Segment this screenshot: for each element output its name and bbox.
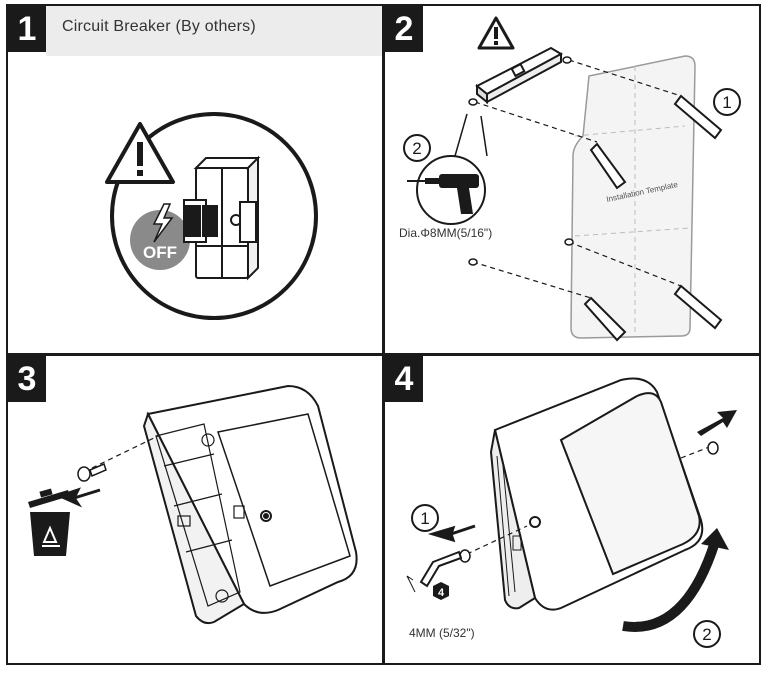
circuit-breaker-illustration: OFF [105,112,318,320]
step-4-panel: 4 [383,354,761,665]
hex-size-badge [433,582,449,600]
callout-2: 2 [412,139,421,158]
screw-guide-line [91,435,159,469]
step-2-panel: 2 Installation Template [383,4,761,355]
recycle-bin-icon [28,488,70,556]
guide-lines [472,59,682,299]
drill-icon [407,174,479,214]
screw-guide-line-left [466,525,528,555]
step-1-header [46,6,382,56]
step-3-panel: 3 [6,354,384,665]
arrow-icon [697,410,737,436]
back-ribs [155,423,245,607]
screw-icon [77,462,107,482]
drill-size-label: Dia.Φ8MM(5/16") [399,226,493,240]
warning-triangle-icon [105,122,175,184]
wall-anchors [468,56,574,266]
remove-cover-screw-illustration [28,384,358,625]
callout-1: 1 [722,93,731,112]
hex-key-icon [419,550,463,588]
arrow-icon [427,524,476,543]
lightning-icon [152,203,174,243]
step-4-number: 4 [385,356,423,402]
charger-front [489,377,704,611]
step-2-number: 2 [385,6,423,52]
charger-back [142,384,358,625]
wall-plugs [583,94,723,342]
callout-2: 2 [702,625,711,644]
side-ribs [496,455,522,597]
rotate-arrow-head [701,528,729,550]
installation-template: Installation Template [570,55,696,339]
remove-front-cover-illustration: 1 2 4 [406,377,737,648]
circuit-breaker [183,155,261,281]
wall-mounting-illustration: Installation Template [403,16,741,342]
off-label: OFF [143,243,177,262]
step-1-title: Circuit Breaker (By others) [62,18,256,35]
screw-guide-line-right [680,443,718,459]
callout-1: 1 [420,509,429,528]
step-1-panel: 1 Circuit Breaker (By others) OFF [6,4,384,355]
step-1-number: 1 [8,6,46,52]
hex-size-label: 4MM (5/32") [409,626,475,640]
warning-triangle-icon [477,16,515,50]
step-3-number: 3 [8,356,46,402]
hex-key-number: 4 [438,587,445,599]
off-badge [130,210,190,270]
rotate-arrow-icon [622,540,720,632]
spirit-level [475,46,564,105]
